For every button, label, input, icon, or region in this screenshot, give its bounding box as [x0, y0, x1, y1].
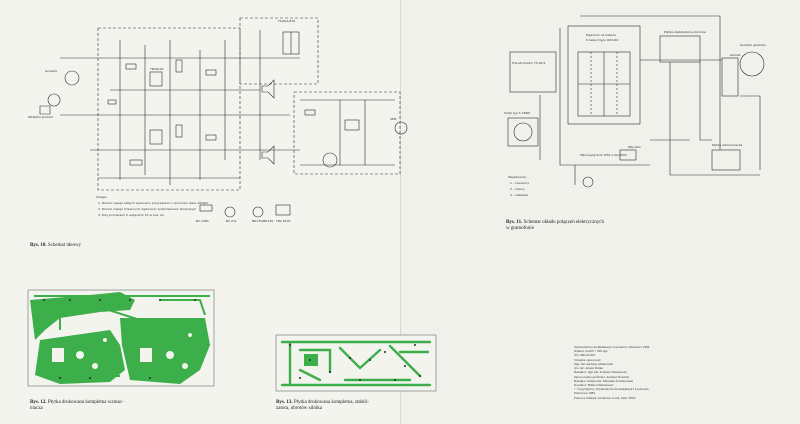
colophon-line: © Copyright by Wydawnictwa Komunikacji i… [574, 387, 650, 392]
caption-fig10-number: Rys. 10. [30, 243, 47, 248]
legend-title: Objaśnienie: [508, 175, 527, 179]
caption-fig13-line2: zatora, obrotów silnika [276, 406, 322, 412]
label-pojemnik: Pojemnik na baterie [586, 33, 616, 37]
label-zaciski: Zaciski [730, 53, 741, 57]
label-bc211: BC 211 [226, 219, 237, 223]
caption-fig11-number: Rys. 11. [506, 220, 523, 225]
colophon-line: Wydawnictwa Komunikacji i Łączności, War… [574, 345, 650, 349]
label-mikrowylacznik: Mikrowyłącznik WTA-1 6A/250V [580, 153, 628, 157]
legend-3: 3 - niebieski [510, 193, 528, 197]
note-1: 1. Pomiar napięć stałych wykonano przyrz… [98, 201, 209, 205]
label-motor: SEM [390, 117, 397, 121]
legend-1: 1 - czerwony [510, 181, 529, 185]
label-silnik: Silnik typ S 339M [504, 111, 530, 115]
caption-fig11-line2: w gramofonie [506, 226, 534, 232]
colophon-line: Redaktor: mgr inż. Tadeusz Wiśniewski [574, 370, 627, 375]
colophon-line: Warszawa 1984 [574, 391, 595, 396]
caption-fig12-number: Rys. 12. [30, 400, 47, 405]
label-tba: TBA 810S [275, 219, 291, 223]
colophon-line: Schemat opracował: [574, 357, 601, 362]
label-plytka-wzm: Płytka wzmacniacza [712, 143, 742, 147]
colophon-line: mgr. inż. Andrzej Glinkowski [574, 361, 614, 366]
note-2: 2. Pomiar napięć zmiennych wykonano wolt… [98, 207, 196, 211]
caption-fig12-line2: niacza [30, 406, 43, 412]
label-gniazdo-glosnik: Gniazdo głośnika [740, 43, 766, 47]
label-wtyczka: Wtyczka [628, 145, 641, 149]
label-baterie: 6 baterii typu R20-R6 [586, 38, 618, 42]
circuit-schematic-fig10 [39, 17, 408, 218]
caption-fig11: Rys. 11. Schemat układu połączeń elektry… [506, 220, 604, 233]
wiring-diagram-fig11 [507, 15, 765, 188]
colophon-line: Prasowe Zakłady Graficzne, Łódź, Zam. 58… [574, 395, 636, 400]
caption-fig13-number: Rys. 13. [276, 400, 293, 405]
label-tba-top: TBA810S [149, 67, 164, 71]
colophon-line: Nakład 12.000 + 300 egz. [574, 349, 609, 354]
label-wkladka: Wkładka gramof. [28, 115, 54, 119]
pcb-fig12 [27, 289, 215, 387]
caption-fig10-text: Schemat ideowy [47, 243, 82, 248]
label-bd135: BD135/BD136 [252, 219, 273, 223]
caption-fig11-line1: Schemat układu połączeń elektrycznych [523, 220, 604, 225]
colophon: Wydawnictwa Komunikacji i Łączności, War… [574, 345, 734, 400]
caption-fig10: Rys. 10. Schemat ideowy [30, 243, 81, 249]
colophon-line: Opracowanie graficzne: Andrzej Nowicki [574, 374, 630, 379]
caption-fig13: Rys. 13. Płytka drukowana kompletna, sta… [276, 400, 369, 413]
label-transformator: Transformator TS 40/1 [511, 61, 545, 65]
label-gniazdo: Gniazdo [45, 69, 57, 73]
colophon-line: rys. inż. Janusz Dołka [574, 366, 604, 371]
pcb-fig13 [275, 334, 437, 392]
colophon-line: Redaktor techniczny: Mirosław Kożanowski [574, 378, 633, 383]
caption-fig12-line1: Płytka drukowana kompletna wzmac- [47, 400, 124, 405]
colophon-line: 351-386-02-001 [574, 353, 596, 358]
caption-fig12: Rys. 12. Płytka drukowana kompletna wzma… [30, 400, 124, 413]
note-3: 3. Przy pomiarach U wyłącznik S1 w poz. … [98, 213, 164, 217]
colophon-line: Korektor: Halina Oleksiewicz [574, 382, 614, 387]
legend-2: 2 - czarny [510, 187, 525, 191]
label-plytka-stab: Płytka stabilizatora obrotów [664, 30, 706, 34]
caption-fig13-line1: Płytka drukowana kompletna, stabili- [293, 400, 369, 405]
label-bc238a: BC 238A [196, 219, 210, 223]
label-uwaga: Uwaga: [96, 195, 107, 199]
label-transformer: TS40/1/678 [277, 19, 295, 23]
right-page [400, 0, 800, 424]
